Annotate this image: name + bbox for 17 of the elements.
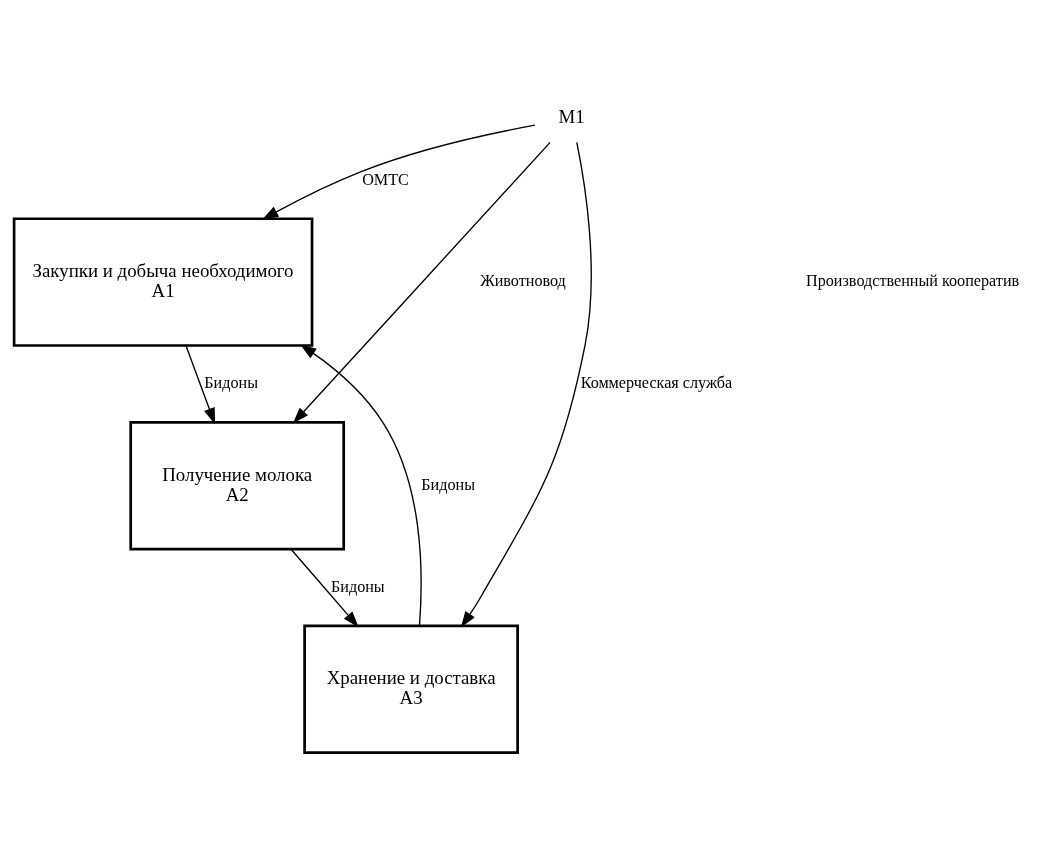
arrow [300, 344, 422, 627]
arrow [290, 548, 359, 628]
node-text: M1 [558, 105, 585, 127]
edge-label: Бидоны [421, 475, 476, 493]
node-box: Закупки и добыча необходимого A1 [12, 217, 314, 347]
edge-label: Коммерческая служба [580, 374, 733, 392]
edge-label: Животновод [480, 272, 566, 290]
node-box: Хранение и доставка A3 [303, 624, 519, 754]
label: Производственный кооператив [806, 272, 1020, 290]
node-box: Получение молока A2 [129, 420, 346, 551]
edge-label: Бидоны [204, 374, 259, 392]
arrow [460, 141, 592, 628]
arrow [292, 141, 551, 424]
edge-label: ОМТС [362, 170, 409, 188]
arrow [185, 345, 215, 425]
arrow [262, 124, 536, 220]
edge-label: Бидоны [330, 577, 385, 595]
